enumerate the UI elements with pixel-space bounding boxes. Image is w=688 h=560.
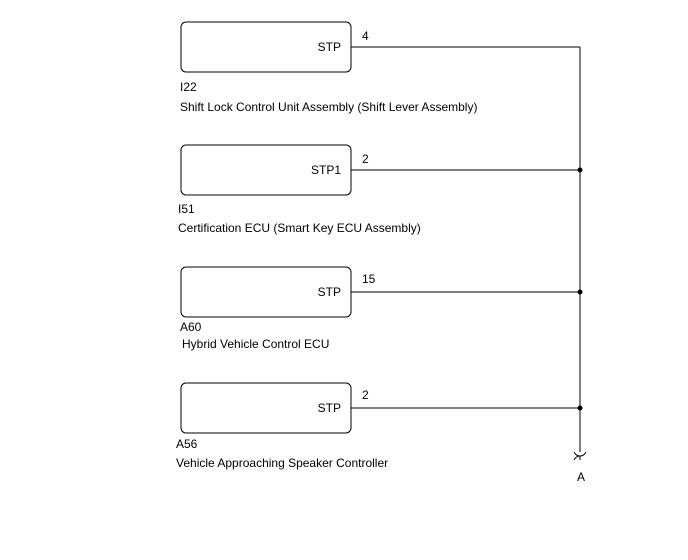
connector-code: A60 [180,320,202,334]
pin-number: 2 [362,152,369,166]
pin-number: 2 [362,388,369,402]
bus-break-mark [573,451,587,457]
bus-break-mark [573,455,581,461]
pin-number: 4 [362,29,369,43]
component-name: Vehicle Approaching Speaker Controller [176,456,388,470]
terminal-label: STP [318,40,341,54]
component-i51: STP1 2 I51 Certification ECU (Smart Key … [178,144,583,235]
component-name: Shift Lock Control Unit Assembly (Shift … [180,100,477,114]
component-name: Certification ECU (Smart Key ECU Assembl… [178,221,421,235]
connector-code: A56 [176,437,198,451]
bus-label: A [577,470,585,484]
terminal-label: STP [318,401,341,415]
connector-code: I22 [180,80,197,94]
component-i22: STP 4 I22 Shift Lock Control Unit Assemb… [180,21,580,114]
component-a60: STP 15 A60 Hybrid Vehicle Control ECU [180,266,583,351]
terminal-label: STP1 [311,163,341,177]
pin-number: 15 [362,272,376,286]
component-name: Hybrid Vehicle Control ECU [182,337,329,351]
bus-line: A [573,47,587,484]
terminal-label: STP [318,285,341,299]
component-a56: STP 2 A56 Vehicle Approaching Speaker Co… [176,382,583,470]
connector-code: I51 [178,202,195,216]
